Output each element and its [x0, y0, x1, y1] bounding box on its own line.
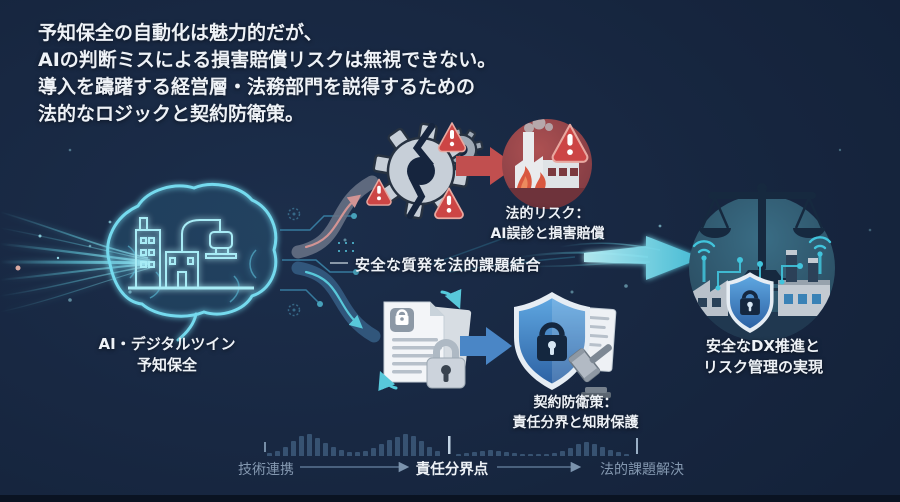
histogram-bar [371, 448, 376, 456]
histogram-bar [379, 444, 384, 456]
timeline-histogram-right [456, 432, 629, 456]
sync-arrows-icon [378, 288, 462, 392]
histogram-bar [363, 451, 368, 456]
histogram-bar [387, 440, 392, 456]
histogram-bar [291, 441, 296, 456]
defense-label-line1: 契約防衛策： [533, 395, 618, 411]
histogram-bar [275, 451, 280, 456]
bottom-strip [0, 495, 900, 502]
circuit-nodes [715, 257, 803, 291]
histogram-bar [427, 447, 432, 456]
timeline-stage-tech: 技術連携 [238, 462, 294, 478]
histogram-bar [331, 447, 336, 456]
risk-label-line2: AI誤診と損害賠償 [490, 225, 605, 242]
histogram-bar [520, 454, 525, 456]
histogram-bar [323, 443, 328, 456]
timeline-stage-legal: 法的課題解決 [600, 462, 684, 478]
gavel-icon [568, 344, 612, 398]
histogram-bar [355, 452, 360, 456]
scales-shield-factory-icon [689, 183, 835, 341]
histogram-bar [307, 434, 312, 456]
branch-ribbons [291, 175, 381, 343]
timeline-histogram-left [267, 432, 440, 456]
histogram-bar [488, 450, 493, 456]
histogram-bar [419, 441, 424, 456]
outcome-label-line1: 安全なDX推進と [705, 337, 821, 355]
outcome-label-line2: リスク管理の実現 [702, 358, 823, 376]
histogram-bar [608, 450, 613, 456]
histogram-bar [395, 437, 400, 456]
histogram-bar [267, 453, 272, 456]
histogram-bar [456, 454, 461, 456]
timeline-axis [264, 436, 638, 473]
factory-lineart-icon [128, 217, 254, 290]
defense-node-label: 契約防衛策： 責任分界と知財保護 [473, 394, 678, 433]
histogram-bar [504, 452, 509, 456]
source-label-line1: AI・デジタルツイン [98, 335, 236, 353]
histogram-bar [512, 453, 517, 456]
histogram-bar [616, 452, 621, 456]
source-node-label: AI・デジタルツイン 予知保全 [62, 334, 272, 376]
source-label-line2: 予知保全 [136, 356, 197, 374]
histogram-bar [528, 454, 533, 456]
histogram-bar [472, 452, 477, 456]
histogram-bar [560, 451, 565, 456]
risk-node-label: 法的リスク： AI誤診と損害賠償 [455, 205, 640, 244]
shield-lock-gavel-icon [514, 292, 617, 398]
headline-line: 導入を躊躇する経営層・法務部門を説得するための [38, 75, 476, 98]
histogram-bar [283, 447, 288, 456]
circuit-traces [280, 213, 359, 307]
outcome-node-label: 安全なDX推進と リスク管理の実現 [668, 336, 858, 378]
burning-factory-icon [502, 119, 592, 209]
histogram-bar [315, 438, 320, 456]
risk-arrow-icon [456, 147, 517, 185]
histogram-bar [584, 442, 589, 456]
defense-label-line2: 責任分界と知財保護 [512, 414, 639, 431]
histogram-bar [592, 444, 597, 456]
histogram-bar [464, 453, 469, 456]
shield-lock-icon [726, 272, 774, 333]
histogram-bar [435, 451, 440, 456]
brain-factory-icon [106, 182, 278, 342]
histogram-bar [299, 436, 304, 456]
histogram-bar [552, 453, 557, 456]
headline-line: AIの判断ミスによる損害賠償リスクは無視できない。 [38, 48, 497, 71]
histogram-bar [496, 451, 501, 456]
headline: 予知保全の自動化は魅力的だが、 AIの判断ミスによる損害賠償リスクは無視できない… [38, 20, 598, 128]
histogram-bar [411, 436, 416, 456]
locked-document-icon [378, 288, 472, 392]
headline-line: 法的なロジックと契約防衛策。 [38, 102, 305, 125]
histogram-bar [403, 434, 408, 456]
histogram-bar [536, 454, 541, 456]
histogram-bar [624, 454, 629, 456]
mini-gear-icon [287, 207, 301, 317]
data-stream-lines [0, 211, 151, 313]
histogram-bar [600, 447, 605, 456]
histogram-bar [347, 452, 352, 456]
defense-arrow-icon [460, 327, 512, 365]
histogram-bar [339, 450, 344, 456]
headline-line: 予知保全の自動化は魅力的だが、 [38, 22, 323, 44]
histogram-bar [568, 448, 573, 456]
histogram-bar [544, 454, 549, 456]
outcome-arrow-icon [584, 236, 702, 280]
flow-caption: 安全な質発を法的課題結合 [355, 256, 542, 274]
histogram-bar [576, 444, 581, 456]
histogram-bar [480, 451, 485, 456]
risk-label-line1: 法的リスク： [505, 206, 590, 222]
wifi-icon [692, 236, 832, 254]
timeline-stage-responsibility: 責任分界点 [415, 462, 489, 478]
padlock-icon [426, 339, 466, 389]
